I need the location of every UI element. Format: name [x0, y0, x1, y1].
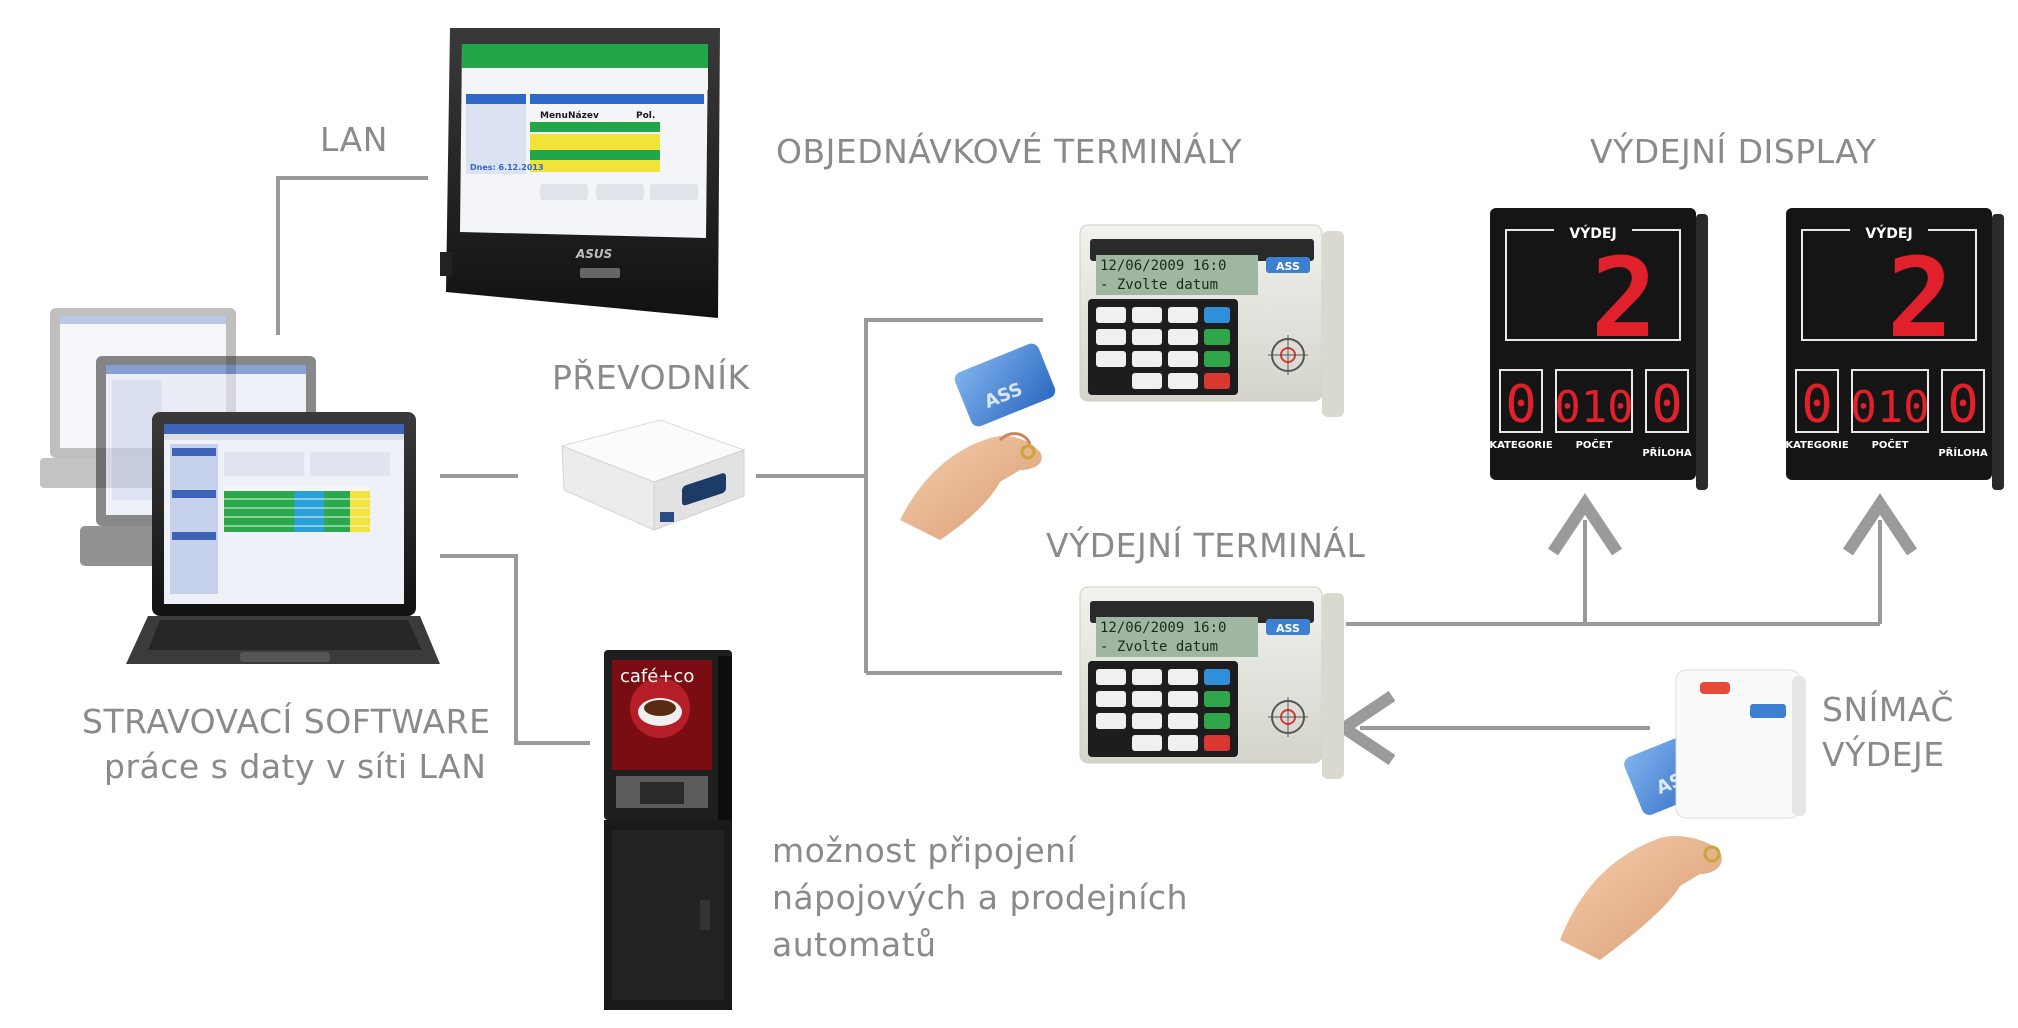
display2-category-label: KATEGORIE [1785, 440, 1848, 451]
order-terminal-lcd-line1: 12/06/2009 16:0 [1100, 258, 1226, 274]
label-dispense-display: VÝDEJNÍ DISPLAY [1590, 132, 1877, 171]
laptop-stack [40, 308, 440, 664]
laptop-front [126, 412, 440, 664]
order-terminal-lcd-line2: - Zvolte datum [1100, 277, 1218, 293]
dispense-terminal: 12/06/2009 16:0 - Zvolte datum ASS [1079, 586, 1344, 779]
display2-big-digit: 2 [1887, 234, 1953, 362]
display2-category-digit: 0 [1801, 375, 1832, 435]
hand-card-left: ASS [900, 343, 1056, 540]
label-lan: LAN [320, 120, 388, 159]
display1-category-digit: 0 [1505, 375, 1536, 435]
order-monitor: Menu Název Pol. Dnes: 6.12.2013 ASUS [440, 28, 720, 318]
converter-box [560, 419, 746, 531]
label-software-line1: STRAVOVACÍ SOFTWARE [82, 702, 491, 741]
label-vending-line1: možnost připojení [772, 831, 1077, 870]
order-terminal-keypad [1096, 307, 1198, 389]
label-software-line2: práce s daty v síti LAN [104, 746, 487, 786]
line-laptop-vending [440, 554, 590, 745]
label-software: STRAVOVACÍ SOFTWARE práce s daty v síti … [82, 700, 490, 789]
display1-count-label: POČET [1576, 438, 1613, 451]
connection-lines [276, 176, 1917, 765]
display2-attachment-label: PŘÍLOHA [1938, 446, 1988, 459]
display2-count-label: POČET [1872, 438, 1909, 451]
display1-title: VÝDEJ [1569, 224, 1616, 242]
label-vending-line3: automatů [772, 924, 937, 964]
dispense-display-1: VÝDEJ 2 0 010 0 KATEGORIE POČET PŘÍLOHA [1489, 208, 1708, 490]
line-lan [276, 176, 428, 335]
monitor-name-header: Název [568, 111, 599, 121]
label-order-terminals: OBJEDNÁVKOVÉ TERMINÁLY [776, 132, 1243, 171]
dispense-terminal-logo: ASS [1276, 622, 1300, 635]
label-reader: SNÍMAČ VÝDEJE [1822, 688, 1954, 777]
vending-machine: café+co [604, 650, 732, 1010]
vending-brand: café+co [620, 666, 694, 687]
display1-big-digit: 2 [1591, 234, 1657, 362]
label-vending: možnost připojení nápojových a prodejníc… [772, 828, 1188, 969]
dispense-display-2: VÝDEJ 2 0 010 0 KATEGORIE POČET PŘÍLOHA [1785, 208, 2004, 490]
label-dispense-terminal: VÝDEJNÍ TERMINÁL [1046, 526, 1366, 565]
monitor-count-header: Pol. [636, 111, 655, 121]
display1-attachment-digit: 0 [1651, 375, 1682, 435]
monitor-brand: ASUS [575, 247, 612, 261]
display1-category-label: KATEGORIE [1489, 440, 1552, 451]
display2-title: VÝDEJ [1865, 224, 1912, 242]
order-terminal: 12/06/2009 16:0 - Zvolte datum ASS [1079, 224, 1344, 417]
dispense-reader [1675, 669, 1806, 819]
line-to-order-terminal [864, 318, 1043, 673]
display2-attachment-digit: 0 [1947, 375, 1978, 435]
laptop-screen-table [224, 452, 390, 532]
label-reader-line1: SNÍMAČ [1822, 690, 1954, 729]
label-converter: PŘEVODNÍK [552, 358, 750, 397]
display1-count-digits: 010 [1554, 382, 1633, 433]
dispense-terminal-keypad [1096, 669, 1198, 751]
dispense-terminal-lcd-line2: - Zvolte datum [1100, 639, 1218, 655]
dispense-terminal-lcd-line1: 12/06/2009 16:0 [1100, 620, 1226, 636]
label-vending-line2: nápojových a prodejních [772, 877, 1188, 917]
display2-count-digits: 010 [1850, 382, 1929, 433]
monitor-menu-header: Menu [540, 111, 568, 121]
label-reader-line2: VÝDEJE [1822, 734, 1945, 774]
monitor-date-text: Dnes: 6.12.2013 [470, 163, 544, 172]
order-terminal-logo: ASS [1276, 260, 1300, 273]
display1-attachment-label: PŘÍLOHA [1642, 446, 1692, 459]
